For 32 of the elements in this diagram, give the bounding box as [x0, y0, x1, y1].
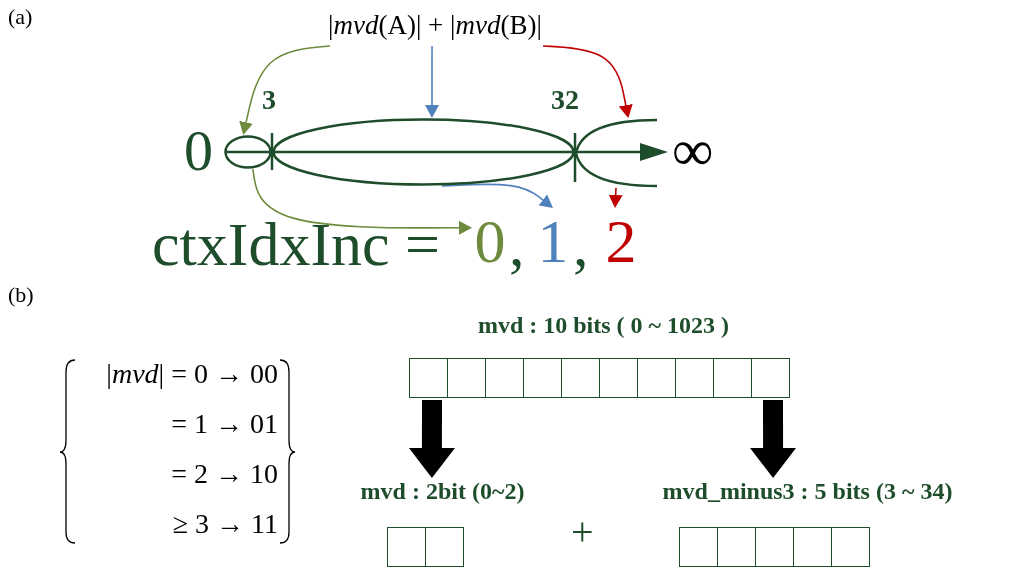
axis-label: 0	[184, 122, 213, 180]
arrow	[239, 45, 331, 135]
ellipse-region	[224, 135, 272, 169]
tick-label: 32	[551, 86, 579, 114]
plus-sign: +	[571, 512, 594, 552]
equation: = 2 → 10	[171, 460, 278, 488]
index-value: 1	[536, 208, 570, 274]
arrow	[425, 45, 439, 118]
index-value: 2	[601, 208, 641, 274]
comma: ,	[573, 213, 589, 275]
tick-label: 3	[262, 86, 276, 114]
arrow	[608, 187, 623, 208]
arrow	[440, 183, 553, 208]
equation: |mvd| = 0 → 00	[106, 360, 278, 388]
equation: ≥ 3 → 11	[172, 510, 278, 538]
ellipse-region	[272, 118, 575, 186]
formula: |mvd(A)| + |mvd(B)|	[300, 4, 570, 46]
block-arrow	[408, 399, 455, 478]
axis-label: ∞	[672, 122, 714, 180]
comma: ,	[509, 213, 525, 275]
register-heading: mvd : 10 bits ( 0 ~ 1023 )	[476, 312, 731, 339]
panel-label: (a)	[8, 6, 33, 28]
equation: = 1 → 01	[171, 410, 278, 438]
register-heading: mvd_minus3 : 5 bits (3 ~ 34)	[661, 478, 954, 505]
panel-label: (b)	[8, 284, 34, 306]
register-heading: mvd : 2bit (0~2)	[359, 478, 526, 505]
arrow	[542, 45, 633, 118]
arrow	[252, 168, 472, 235]
formula-text: ctxIdxInc =	[152, 213, 441, 275]
block-arrow	[750, 400, 797, 478]
open-region	[575, 118, 657, 188]
index-value: 0	[472, 208, 508, 274]
